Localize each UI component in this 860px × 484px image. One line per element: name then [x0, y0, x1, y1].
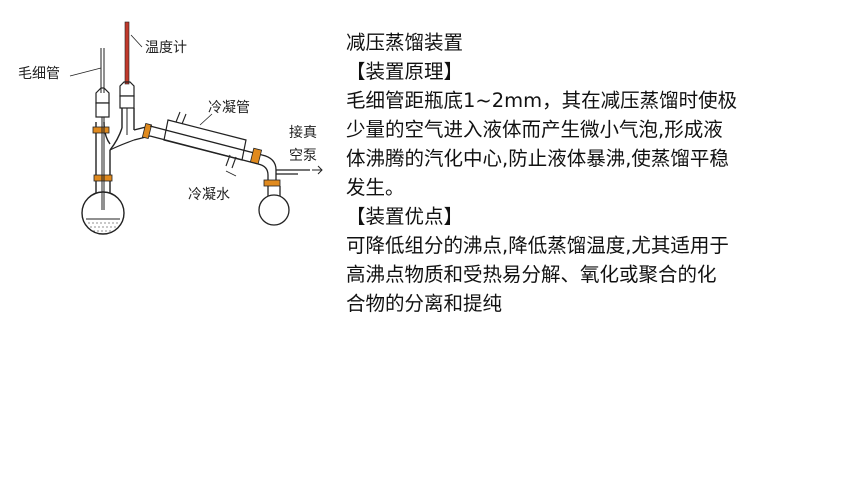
principle-line-4: 发生。	[346, 176, 405, 199]
capillary-tube	[69, 48, 110, 210]
principle-line-1: 毛细管距瓶底1~2mm，其在减压蒸馏时使极	[346, 89, 738, 112]
advantages-heading: 【装置优点】	[346, 205, 464, 228]
label-vacuum-1: 接真	[289, 124, 317, 141]
advantages-line-1: 可降低组分的沸点,降低蒸馏温度,尤其适用于	[346, 234, 729, 257]
label-condenser: 冷凝管	[208, 100, 250, 116]
vacuum-distillation-diagram: 毛细管 温度计 冷凝管 接真 空泵 冷凝水	[0, 0, 345, 260]
description-text: 减压蒸馏装置 【装置原理】 毛细管距瓶底1~2mm，其在减压蒸馏时使极 少量的空…	[346, 28, 846, 318]
principle-heading: 【装置原理】	[346, 60, 464, 83]
principle-line-3: 体沸腾的汽化中心,防止液体暴沸,使蒸馏平稳	[346, 147, 729, 170]
label-cooling-water: 冷凝水	[188, 187, 230, 203]
advantages-line-2: 高沸点物质和受热易分解、氧化或聚合的化	[346, 263, 717, 286]
claisen-adapter	[92, 108, 151, 175]
label-vacuum-2: 空泵	[289, 148, 317, 164]
label-thermometer: 温度计	[145, 40, 187, 56]
distillation-flask	[81, 174, 125, 235]
page-title: 减压蒸馏装置	[346, 31, 464, 54]
principle-line-2: 少量的空气进入液体而产生微小气泡,形成液	[346, 118, 723, 141]
advantages-line-3: 合物的分离和提纯	[346, 292, 503, 315]
receiver	[249, 147, 323, 226]
condenser	[141, 111, 263, 177]
thermometer	[119, 21, 143, 135]
apparatus-svg: 毛细管 温度计 冷凝管 接真 空泵 冷凝水	[18, 21, 323, 235]
label-capillary: 毛细管	[18, 66, 60, 82]
